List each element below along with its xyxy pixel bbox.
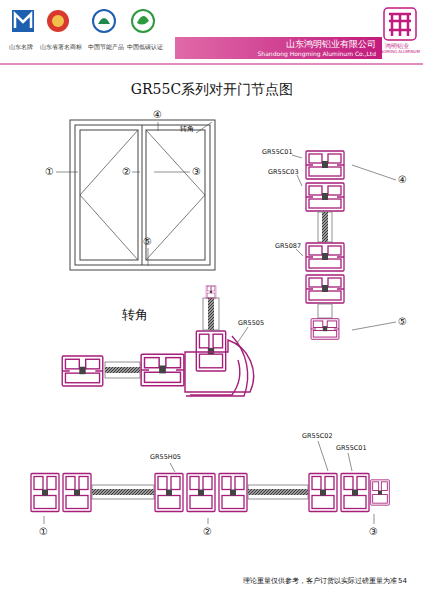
caption: 中国节能产品 bbox=[88, 44, 124, 50]
callout-number: ⑤ bbox=[143, 236, 152, 247]
part-code: GR55H05 bbox=[150, 454, 181, 461]
footer-note: 理论重量仅供参考，客户订货以实际过磅重量为准 bbox=[243, 578, 397, 586]
section-heading: 转角 bbox=[122, 308, 148, 322]
callout-number: ③ bbox=[369, 526, 378, 537]
logo-text: HONGMING ALUMINUM bbox=[374, 50, 420, 54]
callout-number: ③ bbox=[192, 166, 201, 177]
caption: 山东名牌 bbox=[9, 44, 33, 50]
callout-number: ② bbox=[122, 166, 131, 177]
company-name: 山东鸿明铝业有限公司 bbox=[181, 39, 376, 50]
caption: 山东省著名商标 bbox=[40, 44, 82, 50]
callout-number: ⑤ bbox=[398, 316, 407, 327]
part-code: GR55C02 bbox=[302, 433, 333, 440]
part-code: GR5505 bbox=[238, 320, 264, 327]
page-number: 54 bbox=[398, 578, 407, 586]
callout-number: ② bbox=[203, 526, 212, 537]
part-code: GR55C01 bbox=[262, 149, 293, 156]
callout-number: ① bbox=[39, 526, 48, 537]
corner-section bbox=[62, 285, 253, 396]
part-code: GR5087 bbox=[275, 243, 301, 250]
door-elevation bbox=[56, 120, 215, 270]
company-name-en: Shandong Hongming Aluminum Co.,Ltd bbox=[181, 50, 376, 57]
part-name: 转角 bbox=[180, 126, 194, 134]
horizontal-section bbox=[31, 441, 389, 524]
vertical-section bbox=[292, 151, 396, 339]
callout-number: ④ bbox=[153, 109, 162, 120]
callout-number: ① bbox=[45, 166, 54, 177]
page-title: GR55C系列对开门节点图 bbox=[131, 82, 293, 97]
part-code: GR55C01 bbox=[336, 445, 367, 452]
logo-icons bbox=[12, 8, 416, 40]
header-rule bbox=[0, 64, 423, 65]
caption: 中国低碳认证 bbox=[127, 44, 163, 50]
callout-number: ④ bbox=[398, 174, 407, 185]
logo-text: 鸿明铝业 bbox=[385, 43, 409, 50]
company-band: 山东鸿明铝业有限公司Shandong Hongming Aluminum Co.… bbox=[175, 37, 382, 59]
part-code: GR55C03 bbox=[268, 169, 299, 176]
